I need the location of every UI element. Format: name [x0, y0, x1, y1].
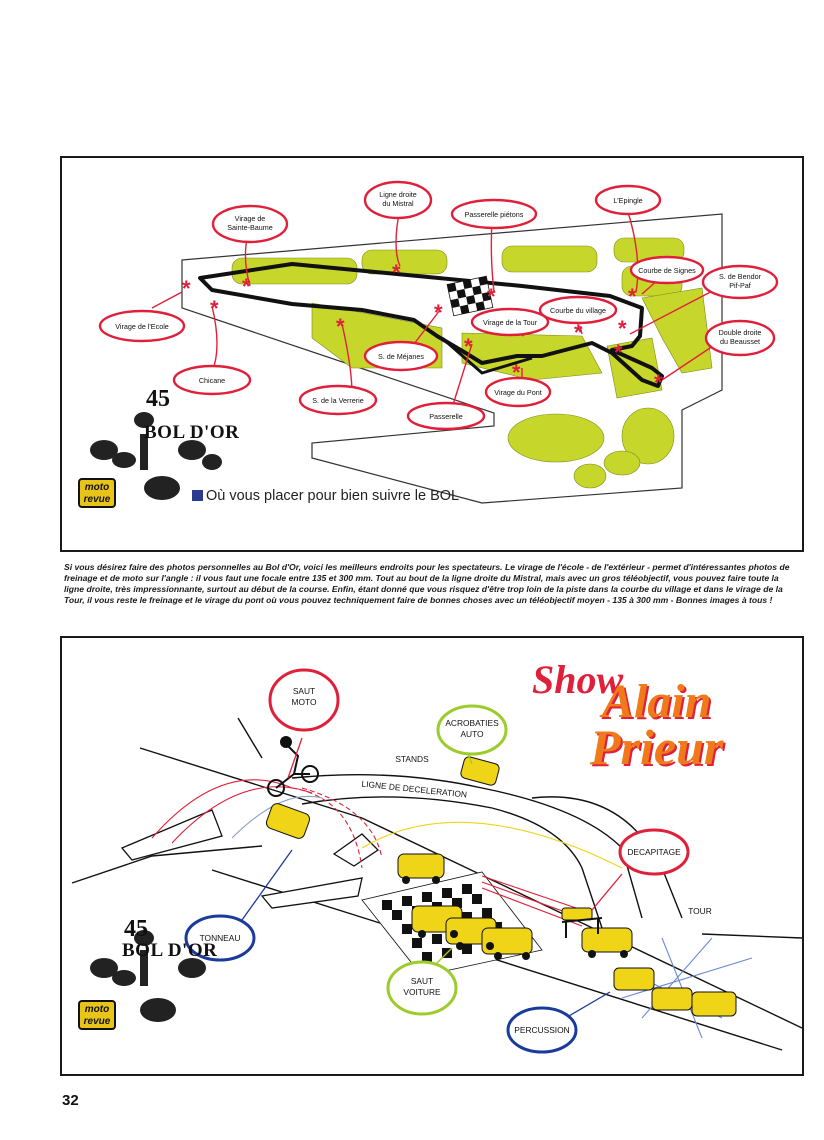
- label-passerelle: Passerelle: [429, 412, 463, 421]
- label-stands: STANDS: [395, 754, 429, 764]
- label-sainte-baume-1: Virage de: [235, 214, 266, 223]
- label-bendor-2: Pif-Paf: [729, 281, 751, 290]
- svg-text:Ligne droite: Ligne droite: [379, 190, 417, 199]
- svg-text:Sainte-Baume: Sainte-Baume: [227, 223, 273, 232]
- label-sainte-baume-2: Sainte-Baume: [227, 223, 273, 232]
- page-number: 32: [62, 1092, 79, 1109]
- marker-passerelle: *: [464, 334, 473, 359]
- label-saut-voiture-2: VOITURE: [403, 987, 441, 997]
- svg-text:du Mistral: du Mistral: [382, 199, 414, 208]
- label-saut-moto-1: SAUT: [293, 686, 315, 696]
- checkered-flag-icon: [446, 275, 494, 317]
- label-double-droite-1: Double droite: [719, 328, 762, 337]
- ramps: [120, 809, 380, 909]
- badge-line-1: moto: [84, 482, 110, 493]
- marker-passerelle-pietons: *: [487, 284, 496, 309]
- marker-mejanes: *: [434, 300, 443, 325]
- marker-signes: *: [618, 316, 627, 341]
- label-epingle: L'Epingle: [613, 196, 642, 205]
- label-bendor-1: S. de Bendor: [719, 272, 762, 281]
- logo-name-bottom: BOL D'OR: [122, 940, 218, 961]
- riders-illustration-bottom: [90, 930, 206, 1022]
- article-caption: Si vous désirez faire des photos personn…: [64, 562, 790, 605]
- marker-epingle: *: [628, 284, 637, 309]
- callout-labels: Virage de Sainte-Baume Ligne droite du M…: [115, 190, 761, 421]
- svg-text:Virage de: Virage de: [235, 214, 266, 223]
- label-mistral-1: Ligne droite: [379, 190, 417, 199]
- svg-text:Pif-Paf: Pif-Paf: [729, 281, 751, 290]
- label-decapitage: DECAPITAGE: [627, 847, 681, 857]
- label-passerelle-pietons: Passerelle piétons: [465, 210, 524, 219]
- label-courbe-signes: Courbe de Signes: [638, 266, 696, 275]
- label-virage-pont: Virage du Pont: [494, 388, 541, 397]
- label-mistral-2: du Mistral: [382, 199, 414, 208]
- badge-line-1-bottom: moto: [84, 1004, 110, 1015]
- show-bubbles: [184, 668, 690, 1054]
- logo-number-bottom: 45: [124, 916, 148, 942]
- marker-mistral: *: [392, 260, 401, 285]
- square-bullet-icon: [192, 490, 203, 501]
- riders-illustration: [90, 412, 222, 500]
- label-double-droite-2: du Beausset: [720, 337, 760, 346]
- callout-bubbles: [98, 180, 779, 431]
- decapitage-gate: [561, 917, 603, 938]
- marker-chicane: *: [210, 296, 219, 321]
- marker-bendor: *: [614, 340, 623, 365]
- marker-sainte-baume: *: [242, 274, 251, 299]
- show-title: Show Alain Prieur: [532, 656, 792, 786]
- label-virage-tour: Virage de la Tour: [483, 318, 538, 327]
- badge-line-2-bottom: revue: [83, 1016, 111, 1027]
- label-chicane: Chicane: [199, 376, 225, 385]
- label-acrobaties-1: ACROBATIES: [445, 718, 499, 728]
- bol-dor-logo-bottom: 45 BOL D'OR: [122, 916, 244, 996]
- marker-village: *: [574, 320, 583, 345]
- label-acrobaties-2: AUTO: [460, 729, 484, 739]
- show-diagram-frame: SAUT MOTO ACROBATIES AUTO DECAPITAGE TON…: [60, 636, 804, 1076]
- label-tonneau: TONNEAU: [200, 933, 241, 943]
- svg-text:du Beausset: du Beausset: [720, 337, 760, 346]
- label-s-verrerie: S. de la Verrerie: [312, 396, 364, 405]
- label-s-mejanes: S. de Méjanes: [378, 352, 424, 361]
- map-title: Où vous placer pour bien suivre le BOL: [192, 488, 459, 504]
- label-percussion: PERCUSSION: [514, 1025, 569, 1035]
- svg-text:S. de Bendor: S. de Bendor: [719, 272, 762, 281]
- badge-line-2: revue: [83, 494, 111, 505]
- show-title-3: Prieur: [590, 719, 724, 775]
- logo-number: 45: [146, 386, 170, 412]
- marker-pont: *: [512, 360, 521, 385]
- map-title-text: Où vous placer pour bien suivre le BOL: [206, 488, 460, 504]
- marker-verrerie: *: [336, 314, 345, 339]
- track-link: [441, 336, 533, 375]
- logo-name: BOL D'OR: [144, 422, 240, 443]
- motorcycle-jump-icon: [267, 736, 319, 797]
- label-tour: TOUR: [688, 906, 712, 916]
- marker-double-droite: *: [654, 370, 663, 395]
- stunt-cars: [265, 756, 737, 1017]
- label-courbe-village: Courbe du village: [550, 306, 606, 315]
- circuit-map-frame: * * * * * * * * * * * * * * *: [60, 156, 804, 552]
- label-virage-ecole: Virage de l'Ecole: [115, 322, 169, 331]
- show-diagram: SAUT MOTO ACROBATIES AUTO DECAPITAGE TON…: [71, 668, 802, 1054]
- svg-text:Double droite: Double droite: [719, 328, 762, 337]
- car-wheels: [402, 876, 628, 960]
- show-title-2: Alain: [602, 675, 712, 728]
- circuit-map: * * * * * * * * * * * * * * *: [90, 180, 779, 504]
- bol-dor-logo-top: 45 BOL D'OR: [144, 386, 266, 466]
- marker-ecole: *: [182, 276, 191, 301]
- circuit-track: [198, 262, 664, 388]
- label-saut-voiture-1: SAUT: [411, 976, 433, 986]
- show-title-1: Show: [532, 657, 624, 702]
- site-outline: [181, 213, 723, 504]
- label-saut-moto-2: MOTO: [292, 697, 317, 707]
